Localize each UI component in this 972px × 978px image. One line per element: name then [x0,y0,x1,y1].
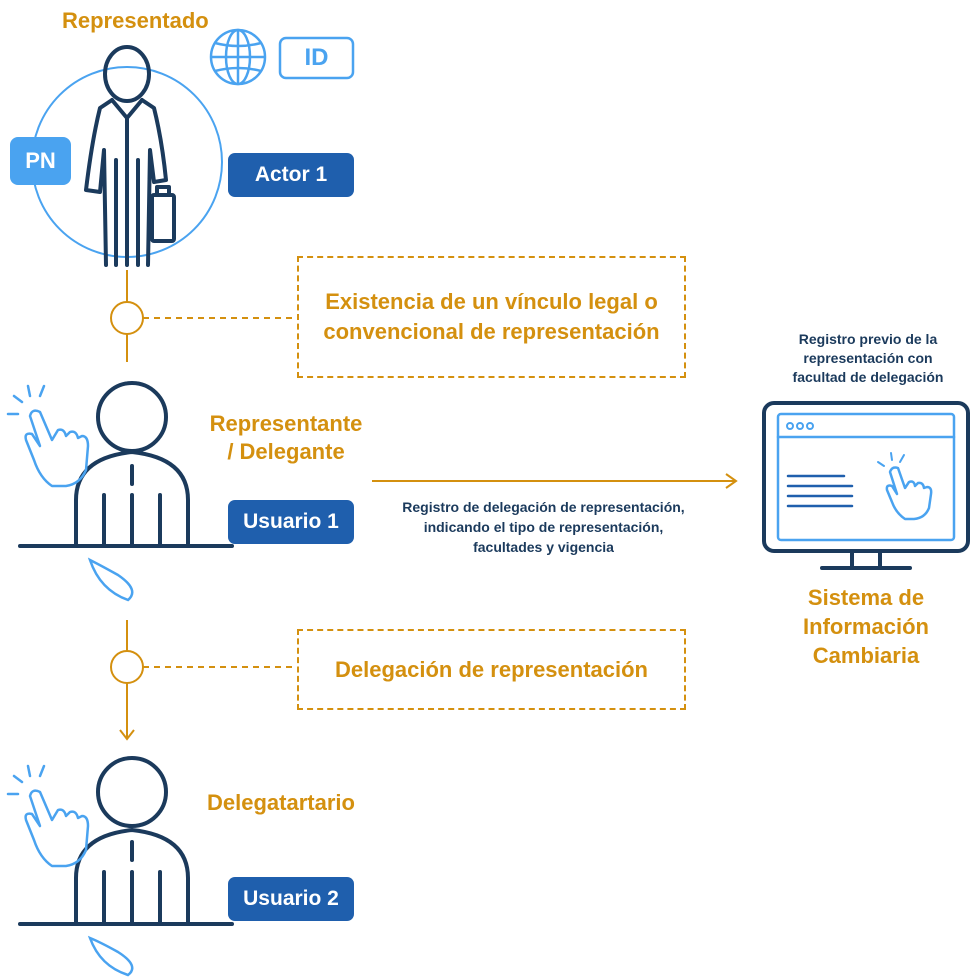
id-badge: ID [304,44,329,71]
system-name-line2: Información [803,614,929,639]
mouse-icon [87,935,134,977]
arrow-to-system [372,473,738,489]
system-name: Sistema de Información Cambiaria [779,583,953,670]
pointing-hand-icon [6,764,90,868]
actor3-title: Delegatartario [207,790,355,815]
system-caption: Registro previo de la representación con… [792,331,944,385]
connector-2 [110,620,296,741]
actor2-title-line1: Representante [209,411,363,436]
actor1-title: Representado [62,8,209,33]
monitor-icon [762,401,970,570]
actor2-badge: Usuario 1 [228,500,354,544]
pointing-hand-icon [6,384,90,488]
mouse-icon [87,557,134,602]
link1-box: Existencia de un vínculo legal o convenc… [297,256,686,378]
actor2-title: Representante / Delegante [206,410,366,466]
actor1-badge: Actor 1 [228,153,354,197]
system-name-line1: Sistema de [807,585,925,610]
id-badge-frame [278,36,355,80]
person-bust-icon [18,381,234,548]
arrow-caption: Registro de delegación de representación… [402,499,685,555]
person-with-briefcase-icon [84,45,176,267]
globe-icon [209,28,267,86]
pn-badge: PN [10,137,71,185]
connector-1 [110,270,296,362]
system-name-line3: Cambiaria [812,643,920,668]
link2-box: Delegación de representación [297,629,686,710]
actor3-badge: Usuario 2 [228,877,354,921]
person-bust-icon [18,756,234,926]
actor2-title-line2: / Delegante [227,439,345,464]
